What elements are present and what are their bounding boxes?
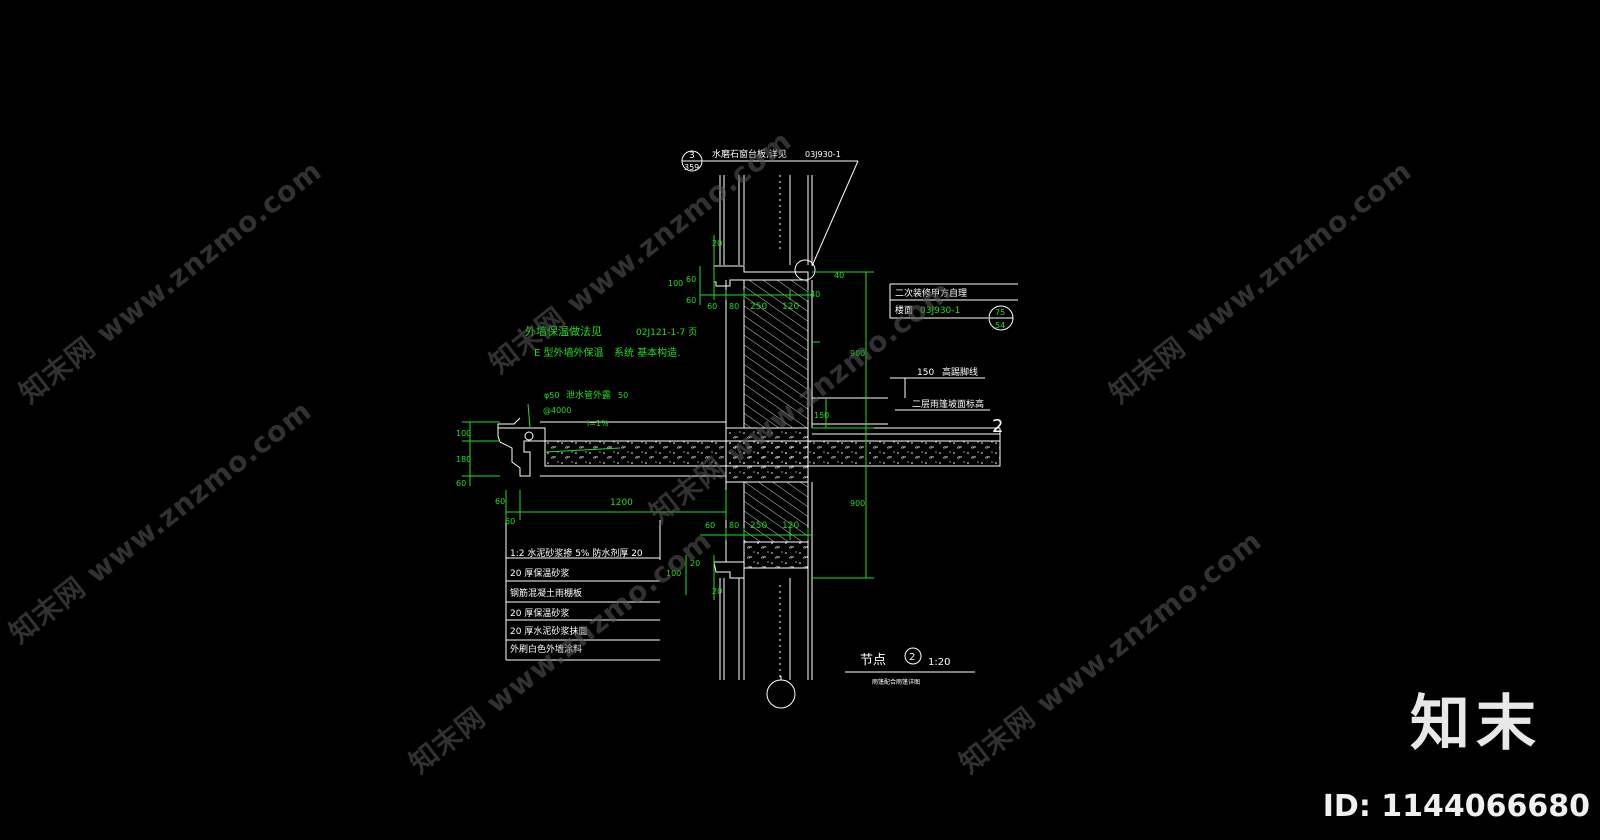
dim-20b: 20 [690,559,700,568]
dim-120b: 120 [782,521,799,531]
dim-60g: 60 [705,521,715,530]
wall-section [713,175,813,680]
dim-20c: 20 [712,587,722,596]
dim-60b: 60 [686,296,696,305]
dim-40b: 40 [810,290,820,299]
drain-label-1: φ50 [544,391,559,400]
slope-label: i=1% [587,419,609,428]
title-label: 节点 [860,653,886,668]
dimension-lines [462,235,874,600]
floor-level-label: 二层雨篷坡面标高 [912,398,984,410]
brand-logo: 知末 [1410,689,1542,759]
dim-900b: 900 [850,499,865,508]
title-scale: 1:20 [928,657,950,668]
drain-label-3: 50 [618,391,628,400]
callout-right-ref: 03J930-1 [920,306,960,316]
callout-right-label: 楼面 [895,304,913,316]
layer-2: 20 厚保温砂浆 [510,567,569,579]
layer-6: 外刷白色外墙涂料 [510,643,582,655]
axis-label: 2 [992,416,1003,437]
layer-4: 20 厚保温砂浆 [510,607,569,619]
dim-20a: 20 [712,239,722,248]
dim-1200: 1200 [610,498,633,508]
insulation-note-3: 系统 基本构造. [614,346,680,359]
dim-120a: 120 [782,302,799,312]
dim-100a: 100 [668,279,683,288]
image-id: ID: 1144066680 [1322,789,1590,824]
dim-100c: 100 [666,569,681,578]
title-num: 2 [909,652,915,663]
canopy-slab [497,397,1001,483]
insulation-note-ref: 02J121-1-7 页 [636,327,697,338]
dim-150: 150 [814,411,829,420]
dim-40a: 40 [834,271,844,280]
callout-top-text: 水磨石窗台板,详见 [712,148,787,160]
layer-table [505,520,661,661]
layer-5: 20 厚水泥砂浆抹面 [510,625,587,637]
dim-250b: 250 [750,521,767,531]
layer-1: 1:2 水泥砂浆掺 5% 防水剂厚 20 [510,547,643,559]
dim-250a: 250 [750,302,767,312]
dim-80b: 80 [729,521,739,530]
drain-label-4: @4000 [543,406,571,415]
dim-60a: 60 [686,275,696,284]
dim-60c: 60 [707,302,717,311]
title-sub: 雨篷配合雨篷详图 [872,678,920,686]
skirting-num: 150 [917,368,934,378]
dim-80a: 80 [729,302,739,311]
insulation-note-1: 外墙保温做法见 [525,324,602,338]
dim-60f: 60 [505,517,515,526]
dim-60d: 60 [456,479,466,488]
insulation-note-2: E 型外墙外保温 [534,346,604,359]
callout-right-line1: 二次装修甲方自理 [895,287,967,299]
dim-100b: 100 [456,429,471,438]
callout-top-number: 3 [689,151,695,161]
drain-label-2: 泄水管外露 [566,389,611,401]
skirting-label: 高踢脚线 [942,366,978,378]
dim-900a: 900 [850,349,865,358]
dim-60e: 60 [495,497,505,506]
callout-right-sheet: 54 [995,321,1005,330]
layer-3: 钢筋混凝土雨棚板 [510,587,582,599]
callout-top-sheet: 359 [684,163,699,172]
callout-right-number: 75 [995,308,1005,317]
dim-180: 180 [456,455,471,464]
leader-lines [681,150,1018,709]
callout-top-ref: 03J930-1 [805,150,841,159]
